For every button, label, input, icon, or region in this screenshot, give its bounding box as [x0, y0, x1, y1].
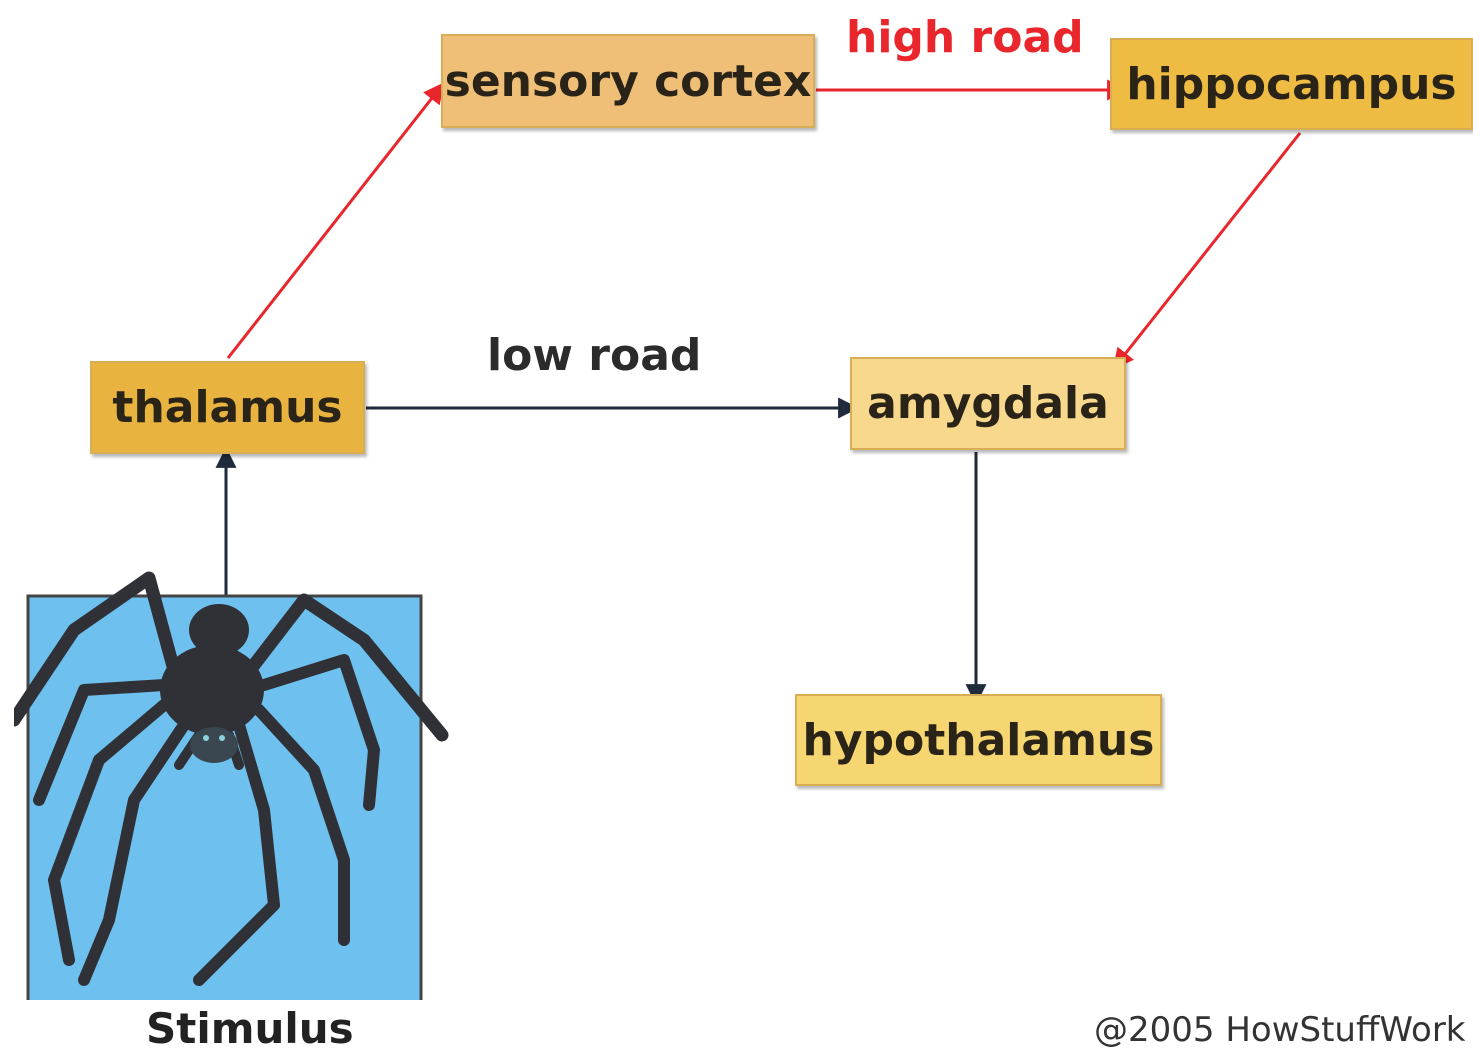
node-hippocampus: hippocampus	[1110, 38, 1473, 130]
node-hypothalamus: hypothalamus	[795, 694, 1162, 786]
node-amygdala: amygdala	[850, 357, 1126, 450]
high-road-label: high road	[846, 12, 1084, 63]
node-sensory-cortex: sensory cortex	[441, 34, 815, 128]
arrow-thalamus-to-sensory-cortex	[228, 84, 443, 358]
arrow-hippocampus-to-amygdala	[1114, 133, 1300, 368]
stimulus-label: Stimulus	[146, 1004, 354, 1053]
low-road-label: low road	[487, 330, 701, 381]
stimulus-spider-image	[14, 560, 454, 1000]
copyright-text: @2005 HowStuffWork	[1094, 1010, 1466, 1050]
node-thalamus: thalamus	[90, 361, 365, 454]
